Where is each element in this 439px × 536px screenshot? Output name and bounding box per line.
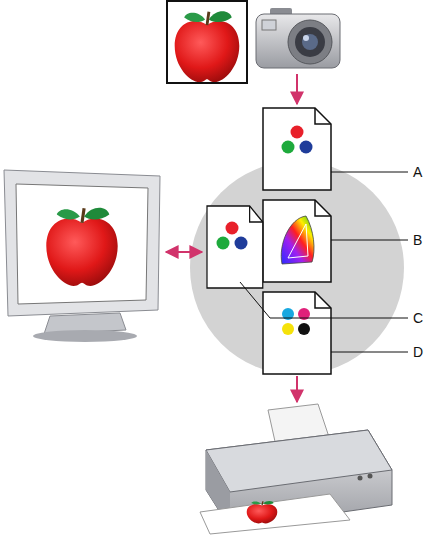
callout-letter: B: [412, 232, 423, 248]
callout-letter: C: [412, 310, 424, 326]
callout-letter: D: [412, 344, 424, 360]
monitor: [4, 170, 160, 342]
callout-letter: A: [412, 164, 423, 180]
printer: [200, 404, 392, 534]
camera: [256, 8, 340, 68]
